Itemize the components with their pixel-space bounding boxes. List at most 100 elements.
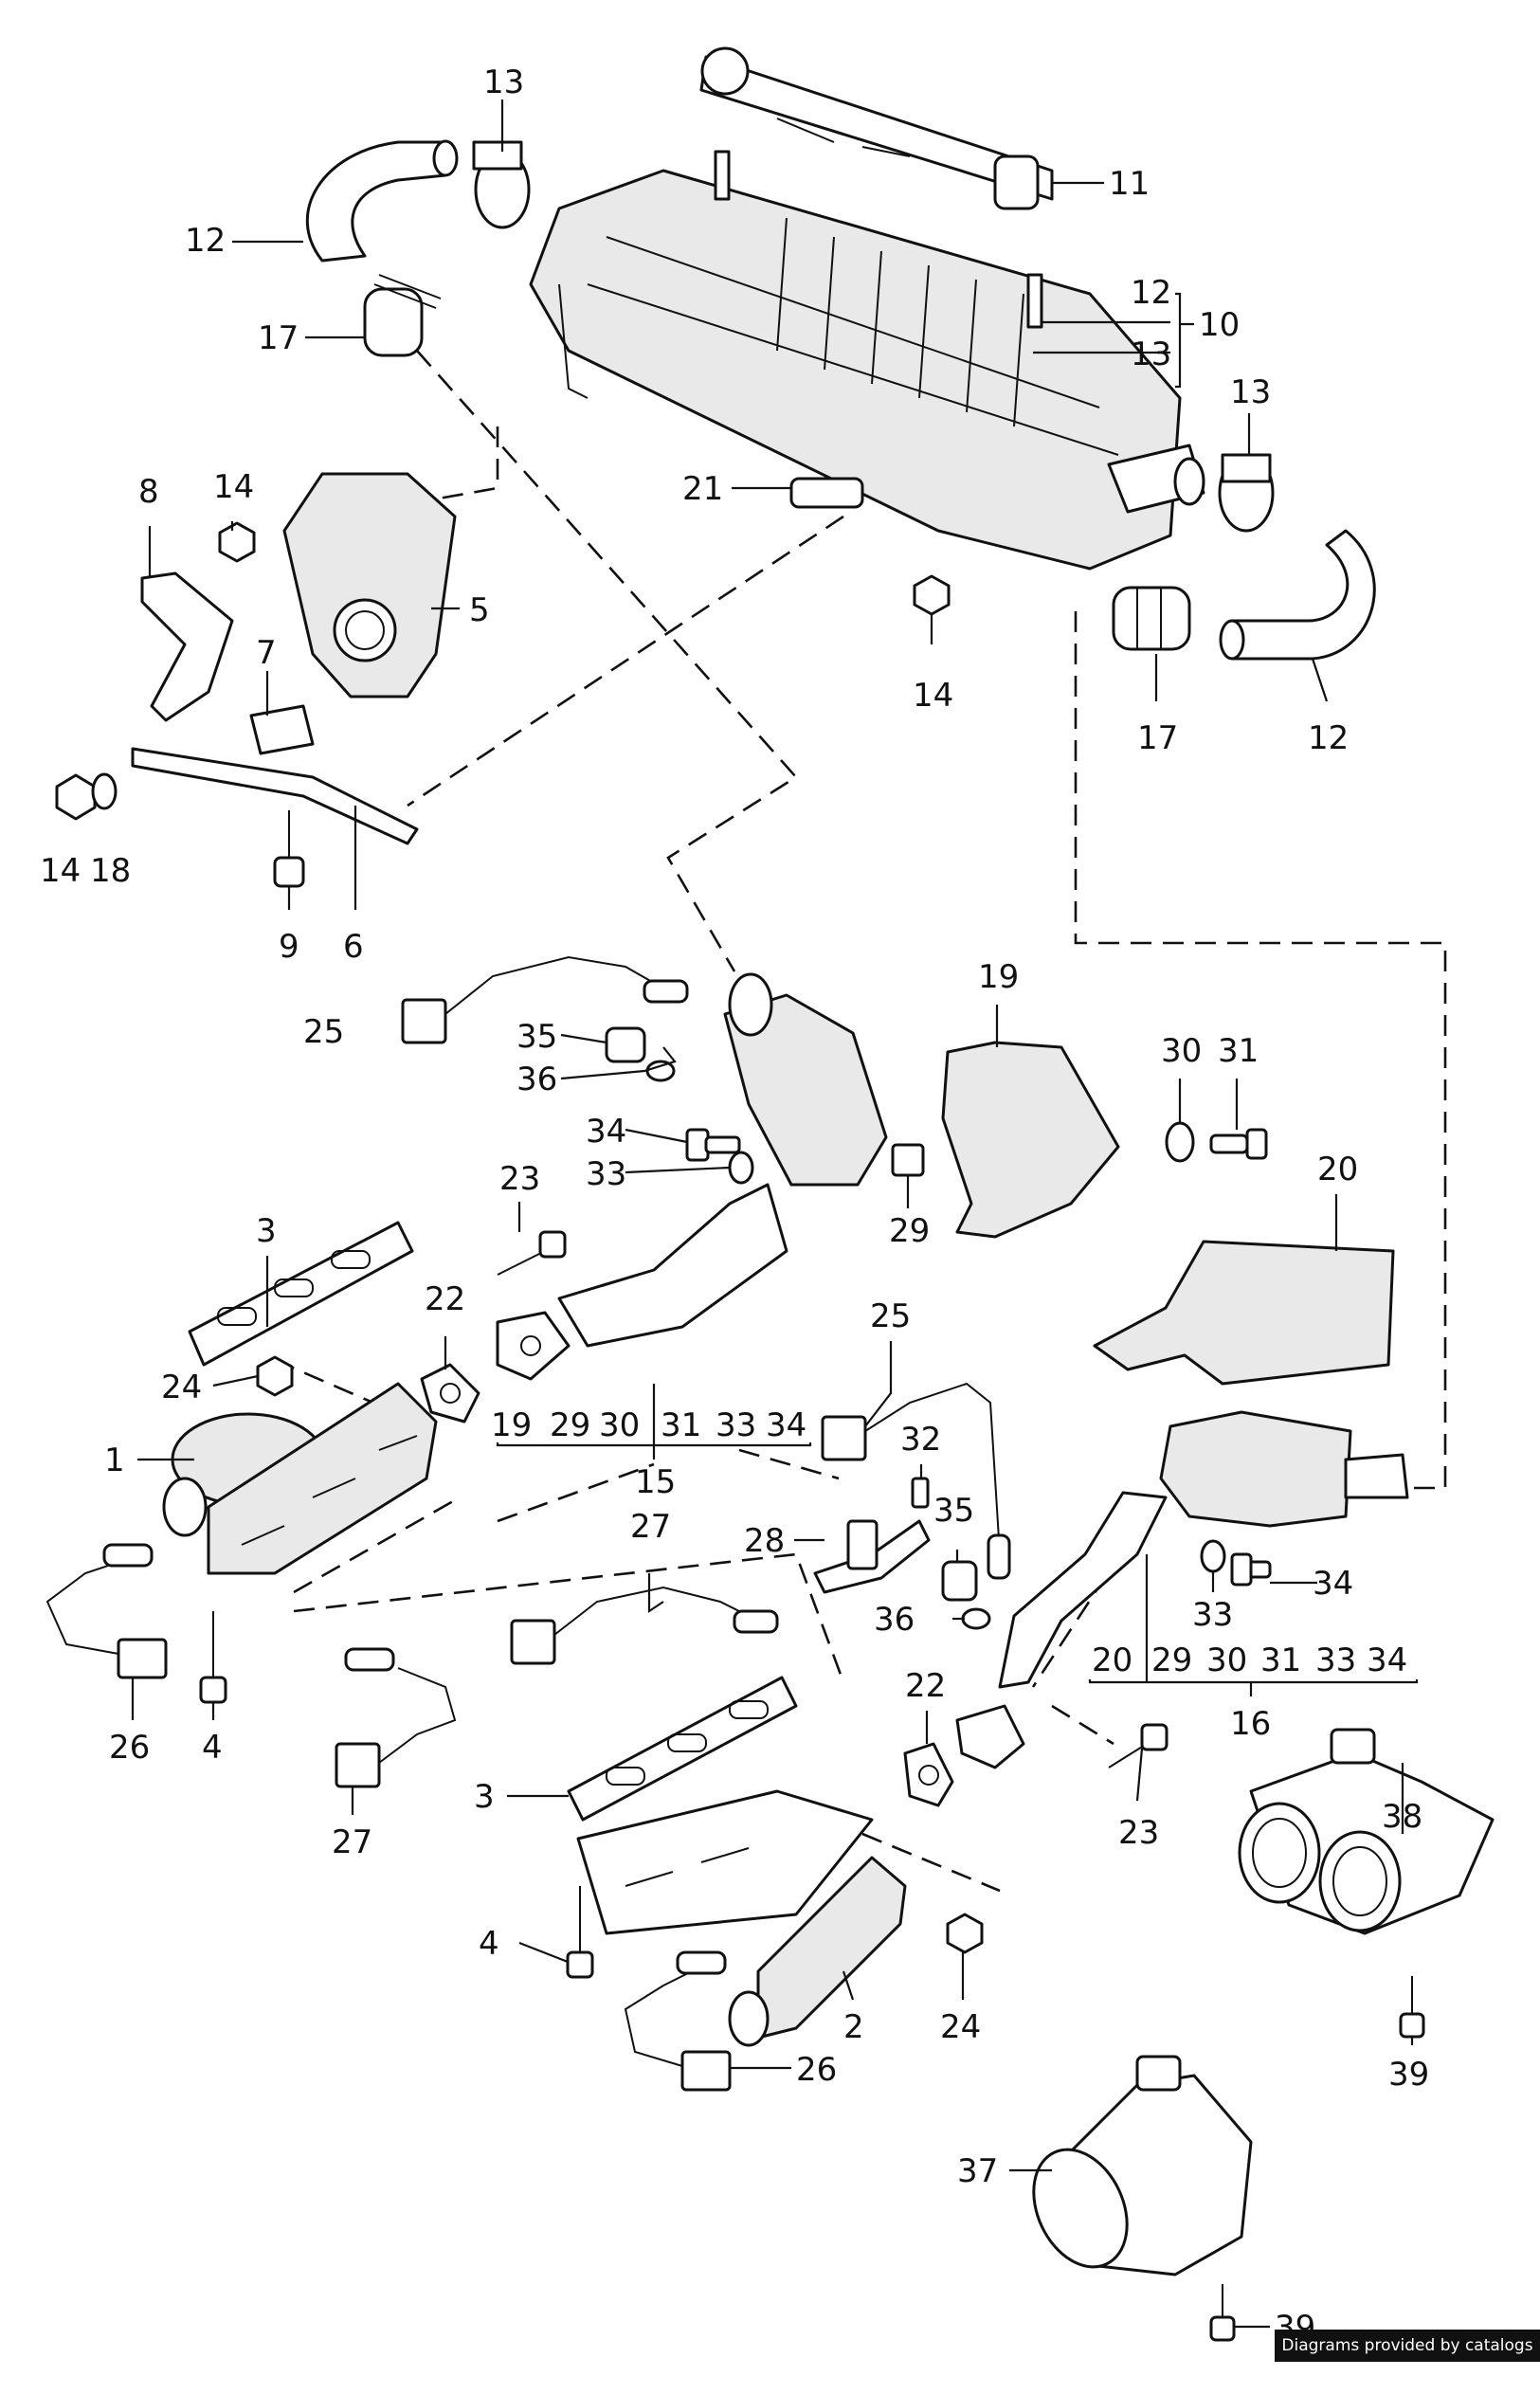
tailpipe-trim-part-37 (1032, 2055, 1253, 2276)
callout-13-right: 13 (1230, 373, 1271, 411)
callout-35-upper: 35 (516, 1018, 557, 1056)
plug-part-35-upper (605, 1026, 646, 1063)
clip-part-7 (249, 704, 315, 755)
oxygen-sensor-part-27-left (335, 1647, 457, 1788)
callout-12-lower: 12 (1308, 719, 1349, 757)
hose-part-12-lower (1219, 529, 1376, 661)
group-15-item: 29 (550, 1406, 590, 1444)
callout-25-upper: 25 (303, 1013, 344, 1051)
callout-29: 29 (889, 1212, 930, 1250)
heat-shield-part-19 (941, 1041, 1120, 1239)
screw-part-39-upper (1399, 1976, 1425, 2039)
callout-labels: 13 12 17 11 12 10 13 13 21 14 8 14 5 7 1… (40, 63, 1429, 2347)
callout-11: 11 (1109, 165, 1150, 203)
callout-25-lower: 25 (870, 1297, 911, 1335)
callout-22-upper: 22 (425, 1280, 465, 1318)
callout-31: 31 (1218, 1032, 1259, 1070)
callout-10: 10 (1199, 306, 1240, 344)
plug-part-35-lower (941, 1560, 978, 1602)
callout-35-lower: 35 (933, 1492, 974, 1530)
callout-17-lower: 17 (1137, 719, 1178, 757)
callout-39-upper: 39 (1388, 2056, 1429, 2094)
callout-24-lower: 24 (940, 2008, 981, 2046)
callout-8: 8 (138, 473, 159, 511)
callout-21: 21 (682, 470, 723, 508)
heat-shield-part-20 (1093, 1240, 1395, 1386)
manifold-cat-part-2 (576, 1789, 907, 2047)
group-15-item: 30 (599, 1406, 640, 1444)
mounting-bracket-part-5 (282, 472, 457, 698)
nut-part-14-left (55, 773, 97, 821)
screw-part-39-lower (1209, 2284, 1236, 2342)
diagram-credit-footer: Diagrams provided by catalogs parts (1275, 2330, 1540, 2387)
oxygen-sensor-part-26-right (624, 1950, 732, 2092)
group-16-item: 31 (1260, 1641, 1301, 1679)
callout-34-lower: 34 (1313, 1565, 1353, 1603)
callout-14-upper: 14 (213, 468, 254, 506)
callout-19: 19 (978, 958, 1019, 996)
clamp-part-13-lower (1218, 453, 1275, 533)
callout-16: 16 (1230, 1705, 1271, 1743)
callout-1: 1 (104, 1442, 125, 1479)
nut-part-14-upper (218, 521, 256, 563)
washer-part-30 (1165, 1121, 1195, 1163)
group-16-item: 30 (1206, 1641, 1247, 1679)
bolt-part-32 (911, 1477, 930, 1509)
group-15-item: 31 (661, 1406, 701, 1444)
callout-12-group-10: 12 (1131, 274, 1171, 312)
seal-ring-part-36-lower (961, 1607, 991, 1630)
strap-part-6 (131, 747, 419, 845)
bolt-part-34-upper (685, 1128, 741, 1162)
washer-part-33-upper (728, 1151, 754, 1185)
callout-7: 7 (256, 634, 277, 672)
callout-14-bottom: 14 (913, 677, 953, 715)
callout-23-upper: 23 (499, 1160, 540, 1198)
leader-lines (131, 100, 1419, 2329)
gasket-part-3-upper (188, 1221, 414, 1367)
nut-part-24-upper (256, 1355, 294, 1397)
callout-32: 32 (900, 1421, 941, 1459)
callout-12-upper: 12 (185, 222, 226, 260)
clamp-part-17-upper (363, 274, 442, 357)
callout-9: 9 (279, 928, 299, 966)
callout-28: 28 (744, 1522, 785, 1560)
nut-part-29 (891, 1143, 925, 1177)
oxygen-sensor-part-27-right (510, 1586, 779, 1665)
group-16-member-list: 20 29 30 31 33 34 (1092, 1641, 1407, 1679)
callout-36-upper: 36 (516, 1061, 557, 1098)
bolt-part-4-right (566, 1886, 594, 1979)
callout-37: 37 (957, 2152, 998, 2190)
callout-4-left: 4 (202, 1729, 223, 1767)
callout-24-upper: 24 (161, 1369, 202, 1406)
muffler-part-10 (529, 150, 1205, 571)
callout-23-lower: 23 (1118, 1814, 1159, 1852)
bracket-part-8 (140, 571, 234, 722)
callout-13-group-10: 13 (1131, 336, 1171, 373)
callout-14-left: 14 (40, 852, 81, 890)
washer-part-33-lower (1200, 1539, 1226, 1573)
oxygen-sensor-part-25-lower (821, 1382, 1011, 1580)
bolt-part-34-lower (1230, 1552, 1272, 1587)
bolt-part-31 (1209, 1128, 1268, 1160)
callout-20: 20 (1317, 1151, 1358, 1188)
callout-5: 5 (469, 591, 490, 629)
bolt-part-9 (273, 810, 305, 888)
callout-36-lower: 36 (874, 1601, 915, 1639)
bracket-part-28 (813, 1519, 931, 1594)
gasket-part-22-lower (903, 1742, 954, 1807)
callout-15: 15 (635, 1463, 676, 1501)
callout-6: 6 (343, 928, 364, 966)
exhaust-pipe-part-16 (955, 1410, 1409, 1769)
callout-33-upper: 33 (586, 1155, 626, 1193)
group-15-item: 19 (491, 1406, 532, 1444)
seal-ring-part-36-upper (645, 1060, 676, 1082)
callout-38: 38 (1382, 1798, 1422, 1836)
callout-18: 18 (90, 852, 131, 890)
manifold-cat-part-1 (162, 1382, 438, 1575)
exhaust-pipe-part-15 (496, 972, 888, 1381)
group-16-item: 33 (1315, 1641, 1356, 1679)
bracket-part-21 (789, 477, 864, 509)
twin-tailpipe-part-38 (1238, 1728, 1495, 1935)
nut-part-14-right (913, 574, 951, 616)
